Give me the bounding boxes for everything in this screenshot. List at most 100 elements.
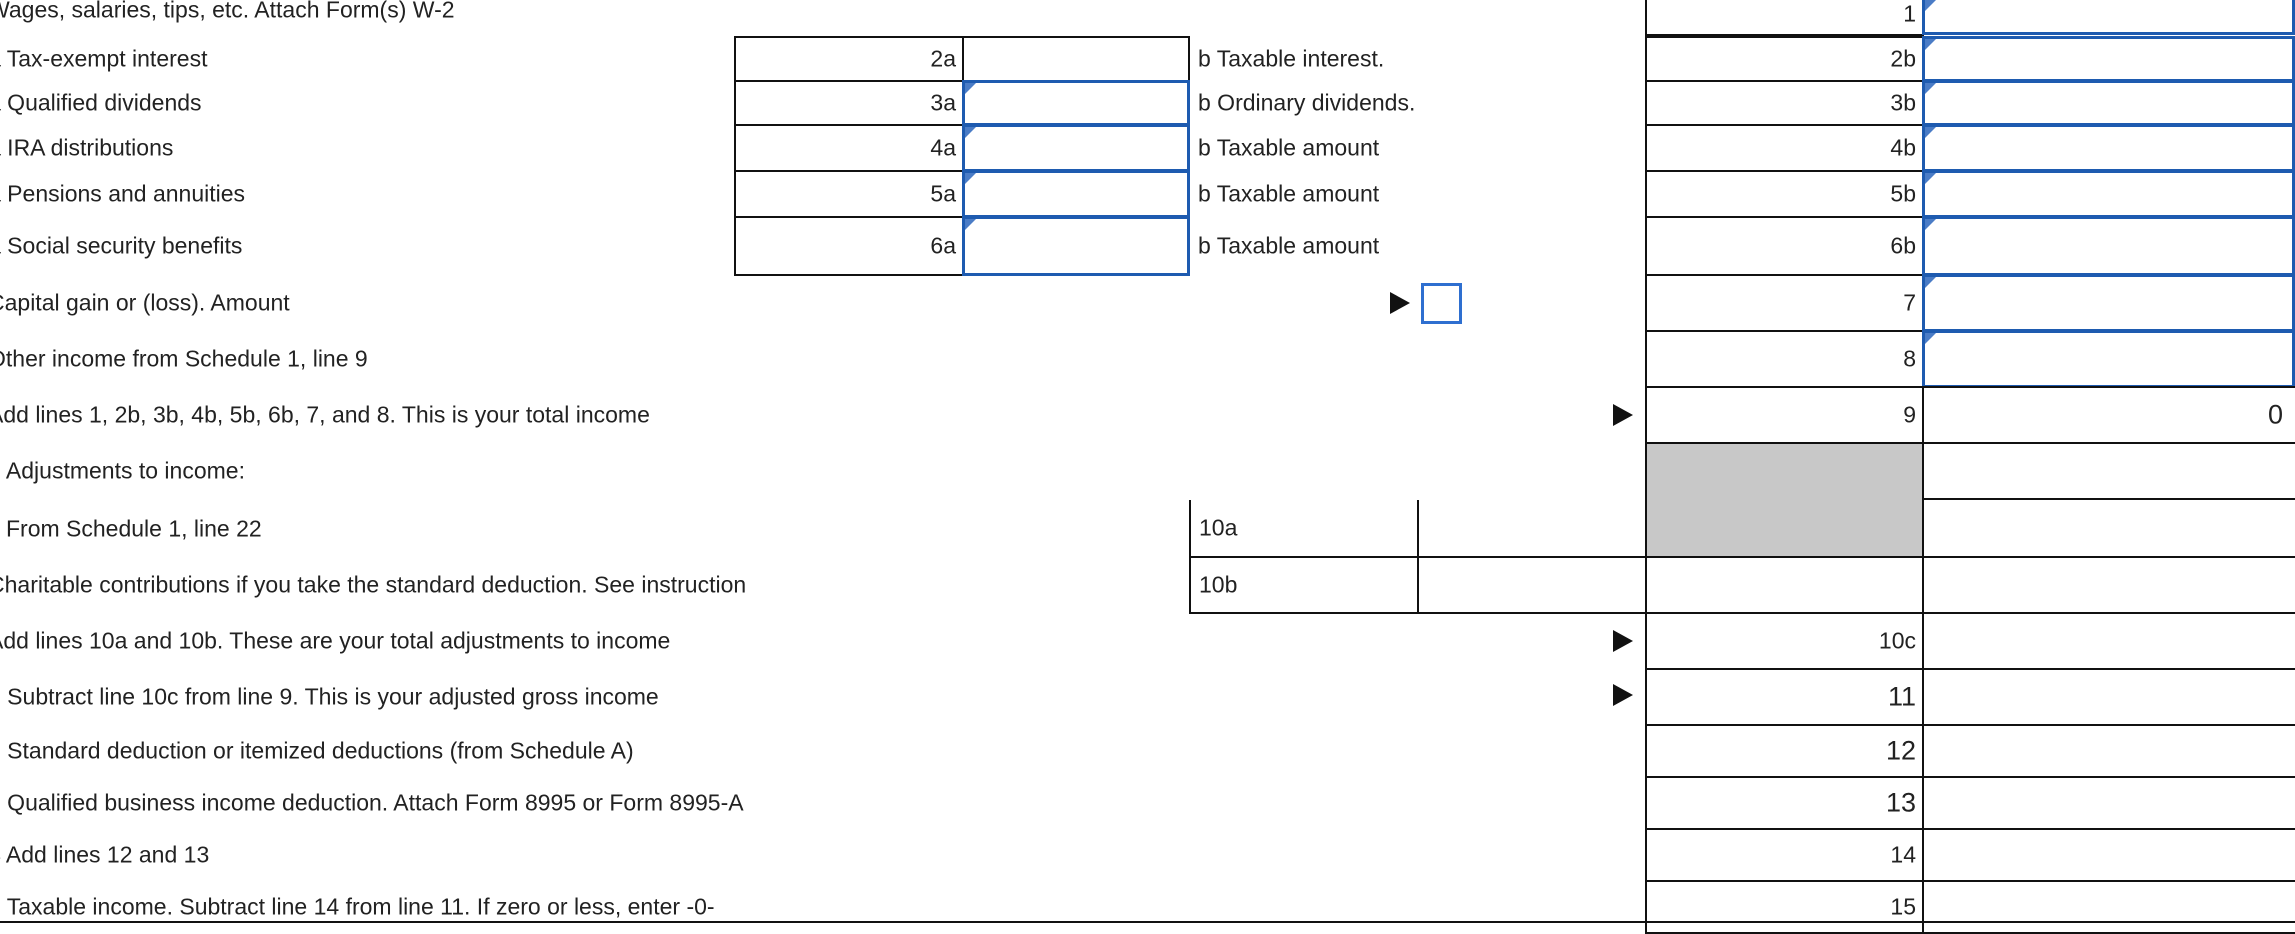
line-4b-num-cell: 4b — [1645, 124, 1924, 172]
line-13-label: 3 Qualified business income deduction. A… — [0, 789, 744, 816]
line-10b-num-cell: 10b — [1189, 556, 1419, 614]
line-15-value-cell[interactable] — [1922, 880, 2295, 934]
line-6a-num-cell: 6a — [734, 216, 964, 276]
line-9-label: Add lines 1, 2b, 3b, 4b, 5b, 6b, 7, and … — [0, 401, 650, 428]
line-2a-num: 2a — [930, 45, 956, 72]
line-10a-value-cell — [1922, 498, 2295, 558]
line-6b-label: b Taxable amount — [1198, 232, 1380, 259]
line-12-num: 12 — [1885, 735, 1916, 766]
line-10a-amount-cell[interactable] — [1417, 500, 1647, 558]
line-2b-label: b Taxable interest. — [1198, 45, 1385, 72]
line-4b-input[interactable] — [1922, 124, 2295, 172]
line-10b-num: 10b — [1199, 571, 1238, 598]
line-3b-num: 3b — [1890, 89, 1916, 116]
line-12-row: 2 Standard deduction or itemized deducti… — [0, 724, 2295, 778]
line-11-num: 11 — [1887, 681, 1916, 712]
line-2a-num-cell: 2a — [734, 36, 964, 82]
line-4a-input[interactable] — [962, 124, 1190, 172]
line-5a-num: 5a — [930, 180, 956, 207]
line-10a-num-cell: 10a — [1189, 500, 1419, 558]
line-7-input[interactable] — [1922, 274, 2295, 332]
line-6b-input[interactable] — [1922, 216, 2295, 276]
line-3a-input[interactable] — [962, 80, 1190, 126]
line-12-label: 2 Standard deduction or itemized deducti… — [0, 737, 634, 764]
line-10-label: 0 Adjustments to income: — [0, 457, 245, 484]
line-10b-right-cell — [1645, 556, 1924, 614]
line-10c-num-cell: 10c — [1645, 612, 1924, 670]
line-6a-input[interactable] — [962, 216, 1190, 276]
line-3b-label: b Ordinary dividends. — [1198, 89, 1416, 116]
line-9-value-cell: 0 — [1922, 386, 2295, 444]
line-6a-label: a Social security benefits — [0, 232, 243, 259]
line-8-input[interactable] — [1922, 330, 2295, 388]
line-1-num-cell: 1 — [1645, 0, 1924, 36]
line-1-label: Wages, salaries, tips, etc. Attach Form(… — [0, 0, 455, 23]
line-10c-num: 10c — [1878, 627, 1916, 654]
line-14-value-cell[interactable] — [1922, 828, 2295, 882]
line-4b-label: b Taxable amount — [1198, 134, 1380, 161]
bottom-rule — [0, 921, 2295, 923]
line-10a-row: From Schedule 1, line 22 — [0, 500, 2295, 558]
line-10-value-cell — [1922, 442, 2295, 500]
line-1-row: Wages, salaries, tips, etc. Attach Form(… — [0, 0, 2295, 25]
line-2b-num: 2b — [1890, 45, 1916, 72]
line-14-num: 14 — [1890, 841, 1916, 868]
line-7-num: 7 — [1903, 289, 1916, 316]
line-4b-num: 4b — [1890, 134, 1916, 161]
line-3-row: a Qualified dividends b Ordinary dividen… — [0, 80, 2295, 126]
line-5b-num: 5b — [1890, 180, 1916, 207]
line-10a-num: 10a — [1199, 514, 1238, 541]
line-8-label: Other income from Schedule 1, line 9 — [0, 345, 368, 372]
capital-gain-checkbox[interactable] — [1421, 283, 1462, 324]
line-7-row: Capital gain or (loss). Amount — [0, 274, 2295, 332]
line-8-row: Other income from Schedule 1, line 9 — [0, 330, 2295, 388]
line-3a-num-cell: 3a — [734, 80, 964, 126]
line-5a-label: a Pensions and annuities — [0, 180, 246, 207]
line-3a-label: a Qualified dividends — [0, 89, 202, 116]
line-10b-value-cell — [1922, 556, 2295, 614]
line-3a-num: 3a — [930, 89, 956, 116]
arrow-icon — [1613, 630, 1633, 652]
line-5b-label: b Taxable amount — [1198, 180, 1380, 207]
line-12-num-cell: 12 — [1645, 724, 1924, 778]
line-13-row: 3 Qualified business income deduction. A… — [0, 776, 2295, 830]
line-9-value: 0 — [2267, 399, 2283, 430]
line-9-num-cell: 9 — [1645, 386, 1924, 444]
line-6b-num: 6b — [1890, 232, 1916, 259]
line-8-num-cell: 8 — [1645, 330, 1924, 388]
line-3b-num-cell: 3b — [1645, 80, 1924, 126]
line-4-row: a IRA distributions b Taxable amount — [0, 124, 2295, 172]
line-15-num: 15 — [1890, 893, 1916, 920]
line-13-num-cell: 13 — [1645, 776, 1924, 830]
line-6-row: a Social security benefits b Taxable amo… — [0, 216, 2295, 276]
line-13-value-cell[interactable] — [1922, 776, 2295, 830]
line-6b-num-cell: 6b — [1645, 216, 1924, 276]
line-14-label: 4 Add lines 12 and 13 — [0, 841, 210, 868]
line-10-row: 0 Adjustments to income: — [0, 442, 2295, 500]
line-11-label: 1 Subtract line 10c from line 9. This is… — [0, 683, 659, 710]
line-14-num-cell: 14 — [1645, 828, 1924, 882]
arrow-icon — [1390, 292, 1410, 314]
line-3b-input[interactable] — [1922, 80, 2295, 126]
line-10c-row: Add lines 10a and 10b. These are your to… — [0, 612, 2295, 670]
line-7-num-cell: 7 — [1645, 274, 1924, 332]
line-5b-input[interactable] — [1922, 170, 2295, 218]
line-10c-value-cell[interactable] — [1922, 612, 2295, 670]
line-2a-amount-cell[interactable] — [962, 36, 1190, 82]
line-10b-amount-cell[interactable] — [1417, 556, 1647, 614]
line-2b-input[interactable] — [1922, 36, 2295, 82]
line-11-value-cell[interactable] — [1922, 668, 2295, 726]
line-2b-num-cell: 2b — [1645, 36, 1924, 82]
line-12-value-cell[interactable] — [1922, 724, 2295, 778]
shaded-cell — [1645, 442, 1924, 558]
line-9-row: Add lines 1, 2b, 3b, 4b, 5b, 6b, 7, and … — [0, 386, 2295, 444]
line-15-row: 5 Taxable income. Subtract line 14 from … — [0, 880, 2295, 934]
line-5a-num-cell: 5a — [734, 170, 964, 218]
line-15-num-cell: 15 — [1645, 880, 1924, 934]
line-10b-label: Charitable contributions if you take the… — [0, 571, 747, 598]
line-2a-label: a Tax-exempt interest — [0, 45, 208, 72]
line-10a-label: From Schedule 1, line 22 — [6, 515, 262, 542]
line-6a-num: 6a — [930, 232, 956, 259]
line-1-input[interactable] — [1922, 0, 2295, 35]
line-5a-input[interactable] — [962, 170, 1190, 218]
